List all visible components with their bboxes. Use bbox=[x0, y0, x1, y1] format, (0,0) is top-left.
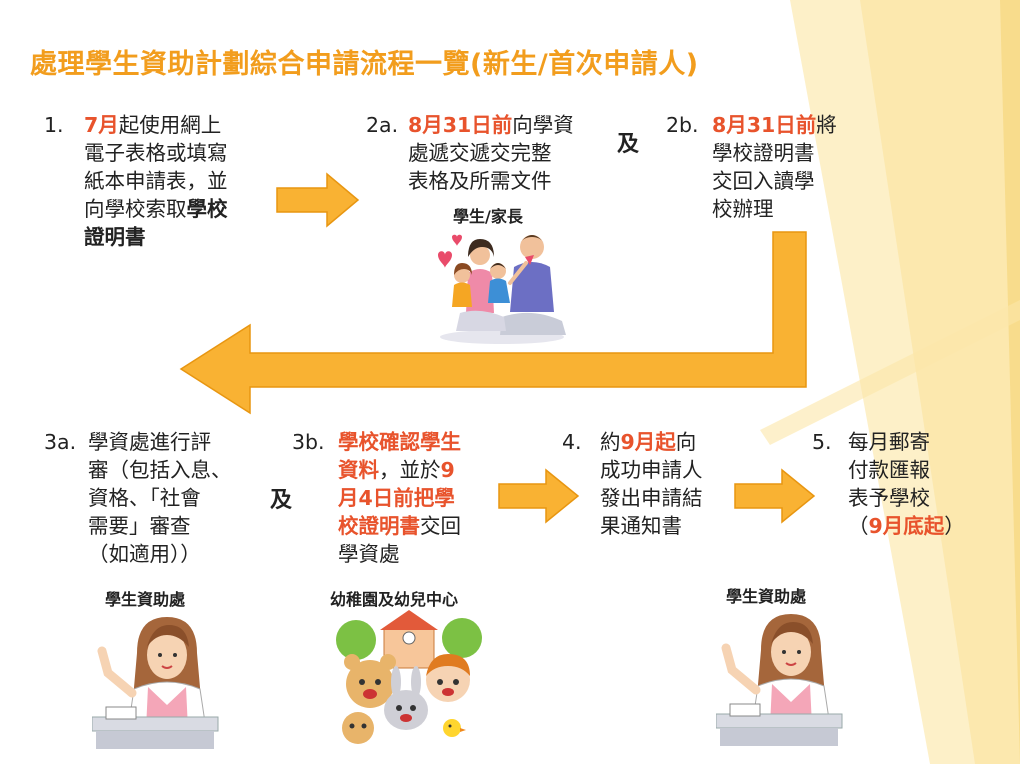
caption-office-left: 學生資助處 bbox=[105, 590, 186, 609]
arrow-return bbox=[179, 231, 807, 415]
and-label: 及 bbox=[270, 488, 293, 513]
step-number: 3b. bbox=[292, 430, 325, 454]
page-title: 處理學生資助計劃綜合申請流程一覽(新生/首次申請人) bbox=[30, 49, 699, 80]
step-3a: 3a. 學資處進行評 審（包括入息、 資格、「社會 需要」審查 （如適用）） bbox=[44, 430, 232, 566]
step-2b: 2b. 8月31日前將 學校證明書 交回入讀學 校辦理 bbox=[666, 113, 837, 221]
caption-office-right: 學生資助處 bbox=[726, 587, 807, 606]
highlight-date: 7月 bbox=[84, 113, 119, 137]
step-2a: 2a. 8月31日前向學資 處遞交遞交完整 表格及所需文件 bbox=[366, 113, 574, 193]
step-5: 5. 每月郵寄 付款匯報 表予學校 （9月底起） bbox=[812, 430, 965, 538]
caption-kindergarten: 幼稚園及幼兒中心 bbox=[330, 590, 459, 609]
highlight-date: 8月31日前 bbox=[408, 113, 513, 137]
highlight-date: 8月31日前 bbox=[712, 113, 817, 137]
step-number: 5. bbox=[812, 430, 832, 454]
arrow-right-1 bbox=[276, 172, 360, 228]
step-number: 3a. bbox=[44, 430, 77, 454]
step-4: 4. 約9月起向 成功申請人 發出申請結 果通知書 bbox=[562, 430, 703, 538]
step-number: 1. bbox=[44, 113, 64, 137]
arrow-right-3 bbox=[734, 468, 816, 524]
step-number: 2a. bbox=[366, 113, 399, 137]
family-illustration bbox=[438, 234, 566, 344]
step-number: 4. bbox=[562, 430, 582, 454]
caption-family: 學生/家長 bbox=[453, 207, 523, 226]
kindergarten-illustration bbox=[336, 610, 482, 744]
officer-illustration bbox=[716, 614, 843, 746]
officer-illustration bbox=[92, 617, 219, 749]
arrow-right-2 bbox=[498, 468, 580, 524]
step-number: 2b. bbox=[666, 113, 699, 137]
step-1: 1. 7月起使用網上 電子表格或填寫 紙本申請表，並 向學校索取學校 證明書 bbox=[44, 113, 228, 249]
and-label: 及 bbox=[617, 132, 640, 157]
step-3b: 3b. 學校確認學生 資料，並於9 月4日前把學 校證明書交回 學資處 bbox=[292, 430, 461, 566]
